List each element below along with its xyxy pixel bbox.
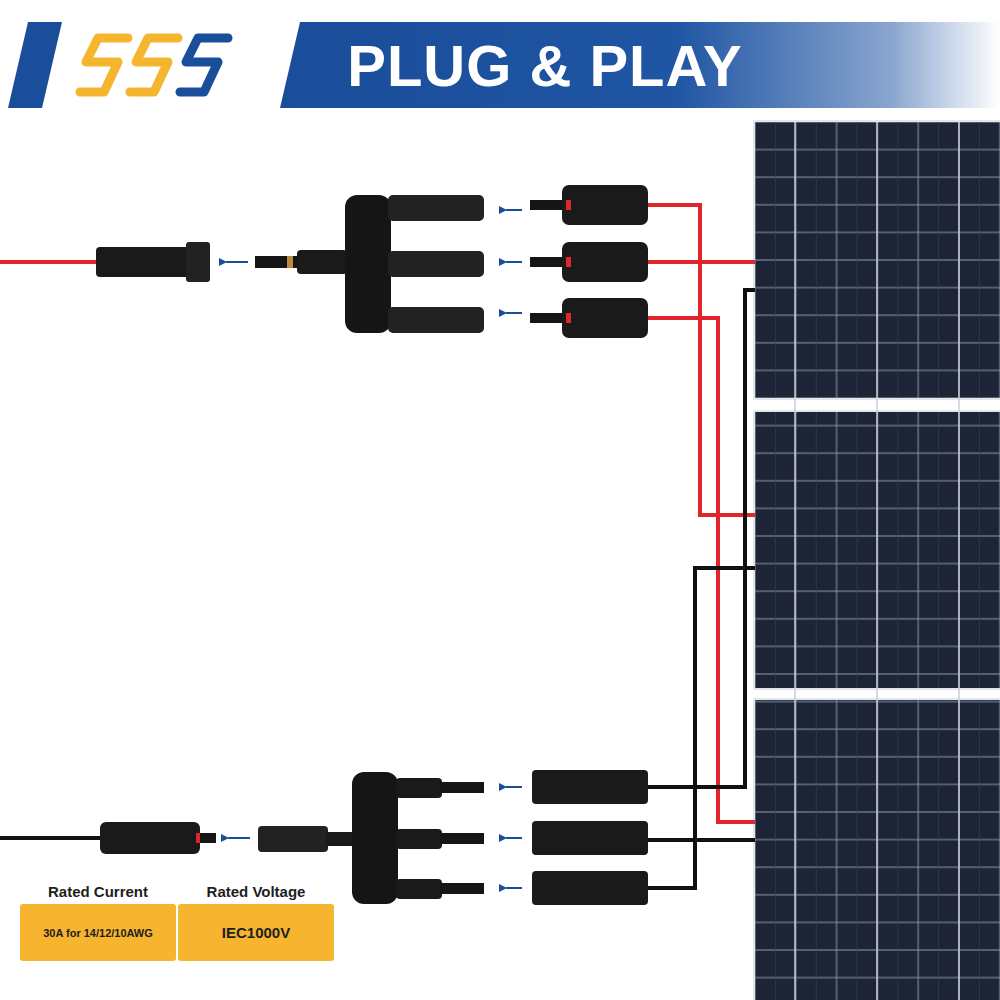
logo (80, 38, 228, 92)
header-stripe (8, 22, 62, 108)
rating-box: Rated Current 30A for 14/12/10AWG (20, 880, 176, 961)
rating-value: IEC1000V (222, 924, 290, 941)
solar-panels (753, 120, 1000, 1000)
rating-badge: 30A for 14/12/10AWG (20, 904, 176, 961)
rating-value: 30A for 14/12/10AWG (43, 927, 153, 939)
rating-heading: Rated Voltage (178, 880, 334, 904)
rating-badge: IEC1000V (178, 904, 334, 961)
direction-arrows (226, 210, 522, 888)
title: PLUG & PLAY (300, 22, 790, 108)
rating-box: Rated VoltageIEC1000V (178, 880, 334, 961)
bottom-connectors (100, 770, 648, 905)
header-band (280, 22, 1000, 108)
top-connectors (96, 185, 648, 338)
rating-heading: Rated Current (20, 880, 176, 904)
